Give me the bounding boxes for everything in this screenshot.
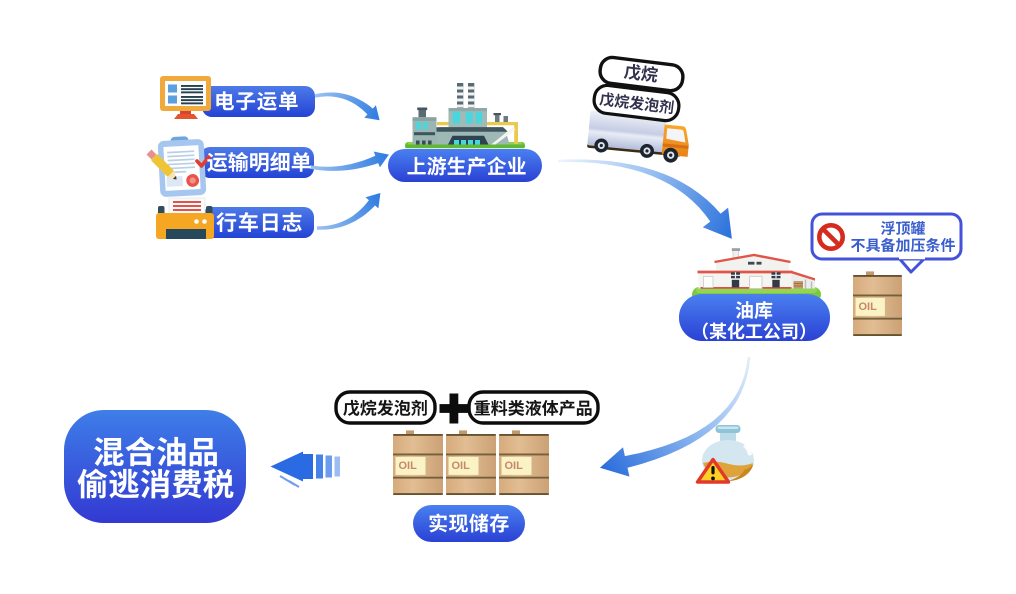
svg-text:OIL: OIL [399,460,418,472]
svg-text:OIL: OIL [859,301,878,313]
svg-text:OIL: OIL [505,460,524,472]
svg-text:OIL: OIL [452,460,471,472]
